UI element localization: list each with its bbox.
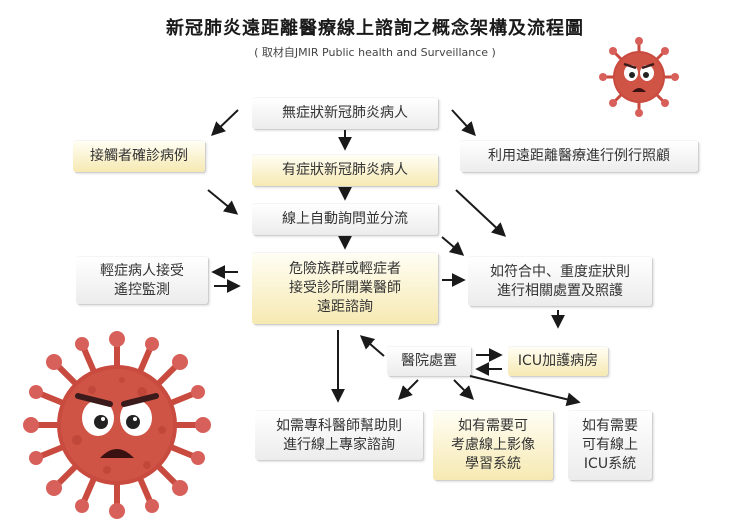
- arrow-hospital-to-specialist: [398, 379, 419, 400]
- node-routine-care: 利用遠距離醫療進行例行照顧: [460, 140, 698, 172]
- diagram-title: 新冠肺炎遠距離醫療線上諮詢之概念架構及流程圖: [166, 18, 584, 39]
- arrow-symptomatic-to-moderate: [455, 189, 507, 237]
- node-online-triage-label: 線上自動詢問並分流: [282, 211, 408, 228]
- node-imaging-line2: 考慮線上影像: [451, 437, 535, 454]
- arrow-hospital-to-highrisk: [359, 335, 385, 357]
- node-imaging-line3: 學習系統: [465, 455, 521, 472]
- node-online-triage: 線上自動詢問並分流: [252, 203, 438, 235]
- arrow-asym-to-contact: [210, 109, 239, 136]
- node-specialist-line2: 進行線上專家諮詢: [283, 436, 395, 453]
- arrow-hospital-to-icusystem: [469, 375, 581, 407]
- node-asymptomatic: 無症狀新冠肺炎病人: [252, 97, 438, 129]
- arrow-contact-to-triage: [207, 189, 239, 215]
- node-symptomatic: 有症狀新冠肺炎病人: [252, 154, 438, 186]
- node-imaging-line1: 如有需要可: [458, 418, 528, 435]
- node-specialist: 如需專科醫師幫助則 進行線上專家諮詢: [255, 410, 423, 460]
- virus-icon-large: [23, 331, 211, 519]
- diagram-subtitle: ( 取材自JMIR Public health and Surveillance…: [254, 46, 496, 59]
- node-moderate-severe: 如符合中、重度症狀則 進行相關處置及照護: [468, 256, 652, 306]
- node-asymptomatic-label: 無症狀新冠肺炎病人: [282, 105, 408, 122]
- node-high-risk-line1: 危險族群或輕症者: [289, 261, 401, 278]
- node-icu-system-line1: 如有需要: [582, 418, 638, 435]
- arrow-triage-to-moderate: [441, 236, 465, 256]
- node-high-risk-line3: 遠距諮詢: [317, 298, 373, 315]
- node-high-risk: 危險族群或輕症者 接受診所開業醫師 遠距諮詢: [252, 252, 438, 324]
- arrow-hospital-to-imaging: [453, 379, 474, 400]
- node-icu-system-line2: 可有線上: [582, 437, 638, 454]
- node-high-risk-line2: 接受診所開業醫師: [289, 280, 401, 297]
- node-specialist-line1: 如需專科醫師幫助則: [276, 417, 402, 434]
- node-symptomatic-label: 有症狀新冠肺炎病人: [282, 162, 408, 179]
- node-contact-confirmed: 接觸者確診病例: [73, 140, 205, 172]
- node-mild-monitor: 輕症病人接受 遙控監測: [76, 256, 208, 304]
- node-contact-confirmed-label: 接觸者確診病例: [90, 148, 188, 165]
- node-icu-system: 如有需要 可有線上 ICU系統: [568, 410, 652, 480]
- node-icu-ward-label: ICU加護病房: [517, 353, 599, 370]
- node-moderate-severe-line2: 進行相關處置及照護: [497, 282, 623, 299]
- node-hospital-label: 醫院處置: [401, 353, 457, 370]
- arrow-asym-to-routine: [451, 109, 476, 137]
- node-mild-monitor-line2: 遙控監測: [114, 281, 170, 298]
- virus-icon-small: [599, 37, 679, 117]
- node-hospital: 醫院處置: [387, 346, 471, 376]
- node-icu-system-line3: ICU系統: [583, 455, 637, 472]
- node-mild-monitor-line1: 輕症病人接受: [100, 262, 184, 279]
- node-icu-ward: ICU加護病房: [508, 346, 608, 376]
- node-imaging: 如有需要可 考慮線上影像 學習系統: [433, 410, 553, 480]
- node-routine-care-label: 利用遠距離醫療進行例行照顧: [488, 148, 670, 165]
- node-moderate-severe-line1: 如符合中、重度症狀則: [490, 263, 630, 280]
